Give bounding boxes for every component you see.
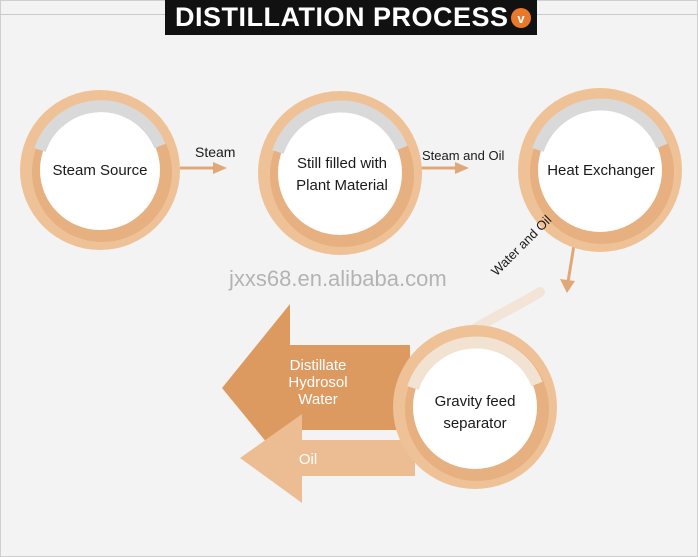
title-banner: DISTILLATION PROCESS v <box>165 0 537 35</box>
connector-steam-and-oil <box>420 162 469 174</box>
node-heat-exchanger <box>518 88 682 252</box>
node-label-separator: Gravity feed separator <box>434 393 516 432</box>
node-separator <box>393 325 557 489</box>
connector-steam <box>180 162 227 174</box>
watermark-text: jxxs68.en.alibaba.com <box>229 266 447 291</box>
chevron-down-icon: v <box>511 8 531 28</box>
edge-label-steam-and-oil: Steam and Oil <box>422 148 505 163</box>
distillate-arrow <box>222 304 410 471</box>
node-still <box>258 91 422 255</box>
connector-water-and-oil <box>560 244 576 293</box>
output-label-distillate: Distillate Hydrosol Water <box>288 357 348 408</box>
output-label-oil: Oil <box>298 451 318 468</box>
edge-label-steam: Steam <box>195 144 236 160</box>
oil-arrow <box>240 414 415 503</box>
node-label-steam-source: Steam Source <box>52 162 148 179</box>
node-steam-source <box>20 90 180 250</box>
node-label-heat-exchanger: Heat Exchanger <box>547 162 655 179</box>
page-title: DISTILLATION PROCESS <box>175 2 509 32</box>
node-label-still: Still filled with Plant Material <box>296 155 388 194</box>
